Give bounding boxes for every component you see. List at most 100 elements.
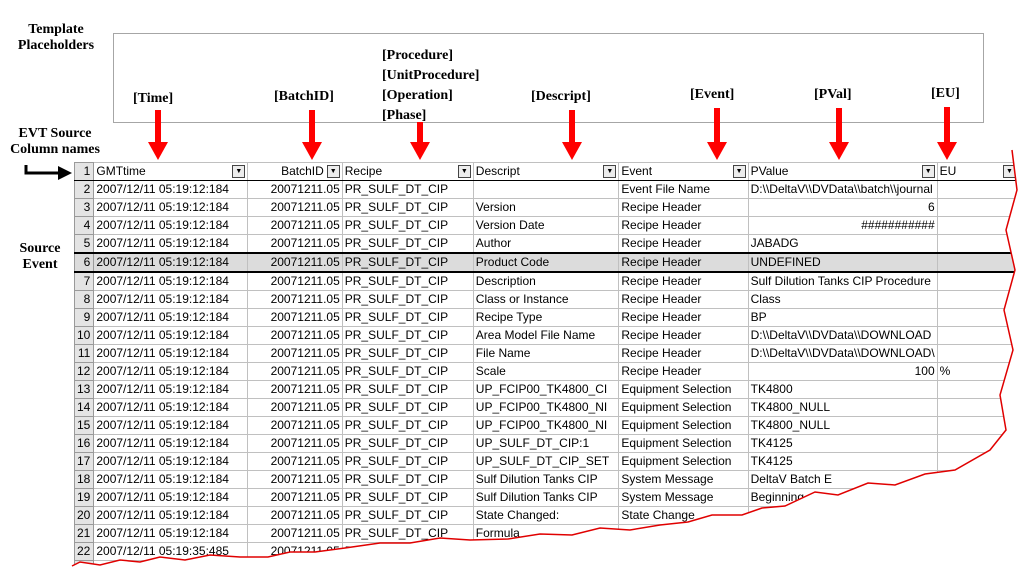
filter-dropdown-icon[interactable]: ▼ <box>1003 165 1016 178</box>
cell-recipe[interactable]: PR_SULF_DT_CIP <box>341 290 474 309</box>
cell-event[interactable]: Equipment Selection <box>618 416 749 435</box>
cell-recipe[interactable] <box>341 560 474 579</box>
cell-eu[interactable] <box>936 308 1020 327</box>
cell-batchid[interactable]: 20071211.05 <box>247 452 343 471</box>
cell-pvalue[interactable]: TK4800 <box>747 380 938 399</box>
cell-event[interactable] <box>618 560 749 579</box>
cell-pvalue[interactable]: ########### <box>747 216 938 235</box>
cell-event[interactable]: Recipe Header <box>618 290 749 309</box>
cell-recipe[interactable]: PR_SULF_DT_CIP <box>341 506 474 525</box>
cell-recipe[interactable]: PR_SULF_DT_CIP <box>341 271 474 291</box>
cell-gmttime[interactable]: 2007/12/11 05:19:12:184 <box>93 524 249 543</box>
cell-pvalue[interactable]: DeltaV Batch E <box>747 470 938 489</box>
cell-descript[interactable]: Recipe Type <box>472 308 620 327</box>
cell-descript[interactable]: Formula <box>472 524 620 543</box>
cell-eu[interactable] <box>936 290 1020 309</box>
row-number[interactable]: 18 <box>73 470 95 489</box>
cell-eu[interactable] <box>936 252 1020 273</box>
cell-eu[interactable] <box>936 542 1020 561</box>
cell-event[interactable]: System Message <box>618 488 749 507</box>
cell-gmttime[interactable]: 2007/12/11 05:19:12:184 <box>93 416 249 435</box>
cell-batchid[interactable]: 20071211.05 <box>247 542 343 561</box>
cell-descript[interactable]: Sulf Dilution Tanks CIP <box>472 470 620 489</box>
cell-batchid[interactable]: 20071211.05 <box>247 180 343 199</box>
cell-batchid[interactable]: 20071211.05 <box>247 380 343 399</box>
cell-batchid[interactable]: 20071211.05 <box>247 290 343 309</box>
cell-eu[interactable] <box>936 524 1020 543</box>
cell-descript[interactable]: UP_FCIP00_TK4800_NI <box>472 398 620 417</box>
cell-gmttime[interactable]: 2007/12/11 05:19:12:184 <box>93 271 249 291</box>
cell-recipe[interactable]: PR_SULF_DT_CIP <box>341 398 474 417</box>
cell-event[interactable]: Equipment Selection <box>618 434 749 453</box>
cell-gmttime[interactable]: 2007/12/11 05:19:35:485 <box>93 542 249 561</box>
cell-recipe[interactable]: PR_SULF_DT_CIP <box>341 470 474 489</box>
cell-eu[interactable] <box>936 216 1020 235</box>
cell-pvalue[interactable] <box>747 560 938 579</box>
cell-recipe[interactable]: PR_SULF_DT_CIP <box>341 416 474 435</box>
cell-descript[interactable] <box>472 560 620 579</box>
row-number[interactable]: 22 <box>73 542 95 561</box>
cell-event[interactable]: State Change <box>618 506 749 525</box>
cell-batchid[interactable]: 20071211.05 <box>247 308 343 327</box>
cell-event[interactable]: Recipe Header <box>618 271 749 291</box>
cell-batchid[interactable] <box>247 560 343 579</box>
cell-eu[interactable] <box>936 506 1020 525</box>
cell-recipe[interactable]: PR_SULF_DT_CIP <box>341 344 474 363</box>
cell-event[interactable]: Equipment Selection <box>618 398 749 417</box>
cell-recipe[interactable]: PR_SULF_DT_CIP <box>341 252 474 273</box>
cell-event[interactable]: Equipment Selection <box>618 380 749 399</box>
cell-descript[interactable]: UP_SULF_DT_CIP_SET <box>472 452 620 471</box>
cell-descript[interactable]: Class or Instance <box>472 290 620 309</box>
cell-pvalue[interactable]: JABADG <box>747 234 938 254</box>
cell-eu[interactable]: P <box>936 470 1020 489</box>
cell-eu[interactable] <box>936 416 1020 435</box>
cell-descript[interactable] <box>472 542 620 561</box>
filter-dropdown-icon[interactable]: ▼ <box>603 165 617 178</box>
cell-recipe[interactable]: PR_SULF_DT_CIP <box>341 216 474 235</box>
cell-event[interactable]: Recipe Header <box>618 234 749 254</box>
row-number[interactable]: 21 <box>73 524 95 543</box>
cell-pvalue[interactable]: UNDEFINED <box>747 252 938 273</box>
row-number[interactable]: 11 <box>73 344 95 363</box>
cell-recipe[interactable]: PR_SULF_DT_CIP <box>341 542 474 561</box>
cell-recipe[interactable]: PR_SULF_DT_CIP <box>341 452 474 471</box>
cell-event[interactable]: Recipe Header <box>618 308 749 327</box>
cell-eu[interactable] <box>936 488 1020 507</box>
row-number[interactable]: 1 <box>73 162 95 181</box>
filter-dropdown-icon[interactable]: ▼ <box>232 165 246 178</box>
cell-gmttime[interactable]: 2007/12/11 05:19:12:184 <box>93 198 249 217</box>
cell-pvalue[interactable]: TK4800_NULL <box>747 416 938 435</box>
row-number[interactable]: 19 <box>73 488 95 507</box>
cell-gmttime[interactable]: 2007/12/11 05:19:12:184 <box>93 308 249 327</box>
cell-batchid[interactable]: 20071211.05 <box>247 326 343 345</box>
filter-dropdown-icon[interactable]: ▼ <box>921 165 935 178</box>
row-number[interactable]: 12 <box>73 362 95 381</box>
cell-eu[interactable] <box>936 380 1020 399</box>
cell-gmttime[interactable]: 2007/12/11 05:19:12:184 <box>93 180 249 199</box>
cell-eu[interactable] <box>936 271 1020 291</box>
cell-descript[interactable]: UP_FCIP00_TK4800_NI <box>472 416 620 435</box>
cell-pvalue[interactable]: BP <box>747 308 938 327</box>
cell-recipe[interactable]: PR_SULF_DT_CIP <box>341 362 474 381</box>
cell-descript[interactable]: UP_FCIP00_TK4800_CI <box>472 380 620 399</box>
row-number[interactable]: 23 <box>73 560 95 579</box>
cell-batchid[interactable]: 20071211.05 <box>247 398 343 417</box>
cell-pvalue[interactable]: 100 <box>747 362 938 381</box>
cell-pvalue[interactable]: Class <box>747 290 938 309</box>
cell-gmttime[interactable]: 2007/12/11 05:19:35:485 <box>93 560 249 579</box>
cell-descript[interactable]: File Name <box>472 344 620 363</box>
cell-gmttime[interactable]: 2007/12/11 05:19:12:184 <box>93 216 249 235</box>
row-number[interactable]: 20 <box>73 506 95 525</box>
cell-eu[interactable] <box>936 434 1020 453</box>
cell-event[interactable]: Recipe Header <box>618 344 749 363</box>
cell-batchid[interactable]: 20071211.05 <box>247 416 343 435</box>
cell-event[interactable]: System Message <box>618 470 749 489</box>
cell-eu[interactable]: % <box>936 362 1020 381</box>
cell-pvalue[interactable]: D:\\DeltaV\\DVData\\DOWNLOAD <box>747 326 938 345</box>
cell-eu[interactable] <box>936 560 1020 579</box>
cell-gmttime[interactable]: 2007/12/11 05:19:12:184 <box>93 488 249 507</box>
cell-recipe[interactable]: PR_SULF_DT_CIP <box>341 326 474 345</box>
cell-descript[interactable]: Version <box>472 198 620 217</box>
cell-event[interactable]: Recipe Header <box>618 326 749 345</box>
cell-descript[interactable]: Sulf Dilution Tanks CIP <box>472 488 620 507</box>
